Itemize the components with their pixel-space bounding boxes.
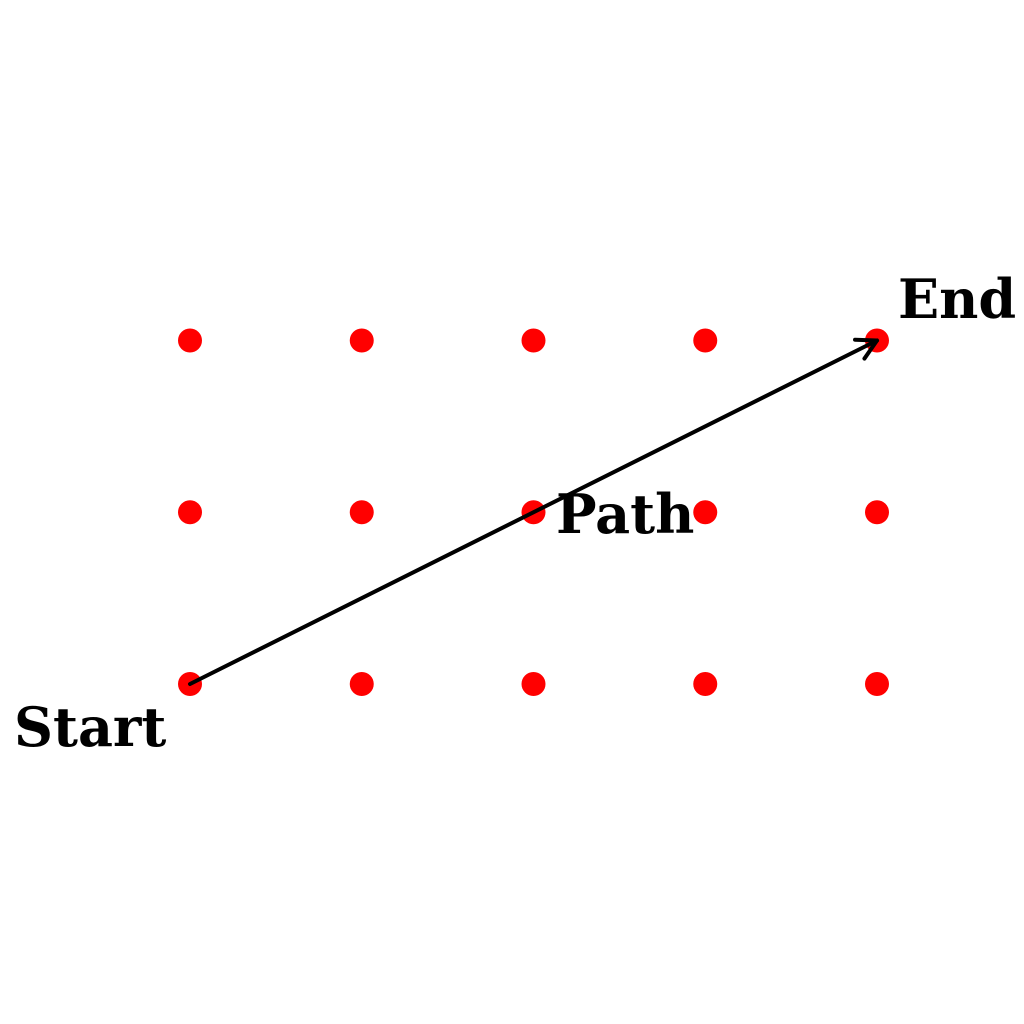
grid-dot	[349, 328, 374, 353]
grid-dot	[521, 672, 546, 696]
grid-dot	[865, 672, 889, 696]
grid-dot	[178, 328, 202, 353]
start-label: Start	[14, 695, 166, 759]
end-label: End	[898, 267, 1016, 331]
grid-dot	[349, 672, 374, 696]
path-arrow-line	[188, 338, 879, 686]
path-label: Path	[556, 482, 694, 546]
grid-dot	[693, 672, 718, 696]
path-arrow-head	[853, 337, 879, 361]
grid-dot	[865, 500, 889, 525]
grid-dot	[693, 328, 718, 353]
grid-dot	[693, 500, 718, 525]
grid-dot	[178, 500, 202, 525]
grid-dot	[521, 328, 546, 353]
grid-dot	[349, 500, 374, 525]
